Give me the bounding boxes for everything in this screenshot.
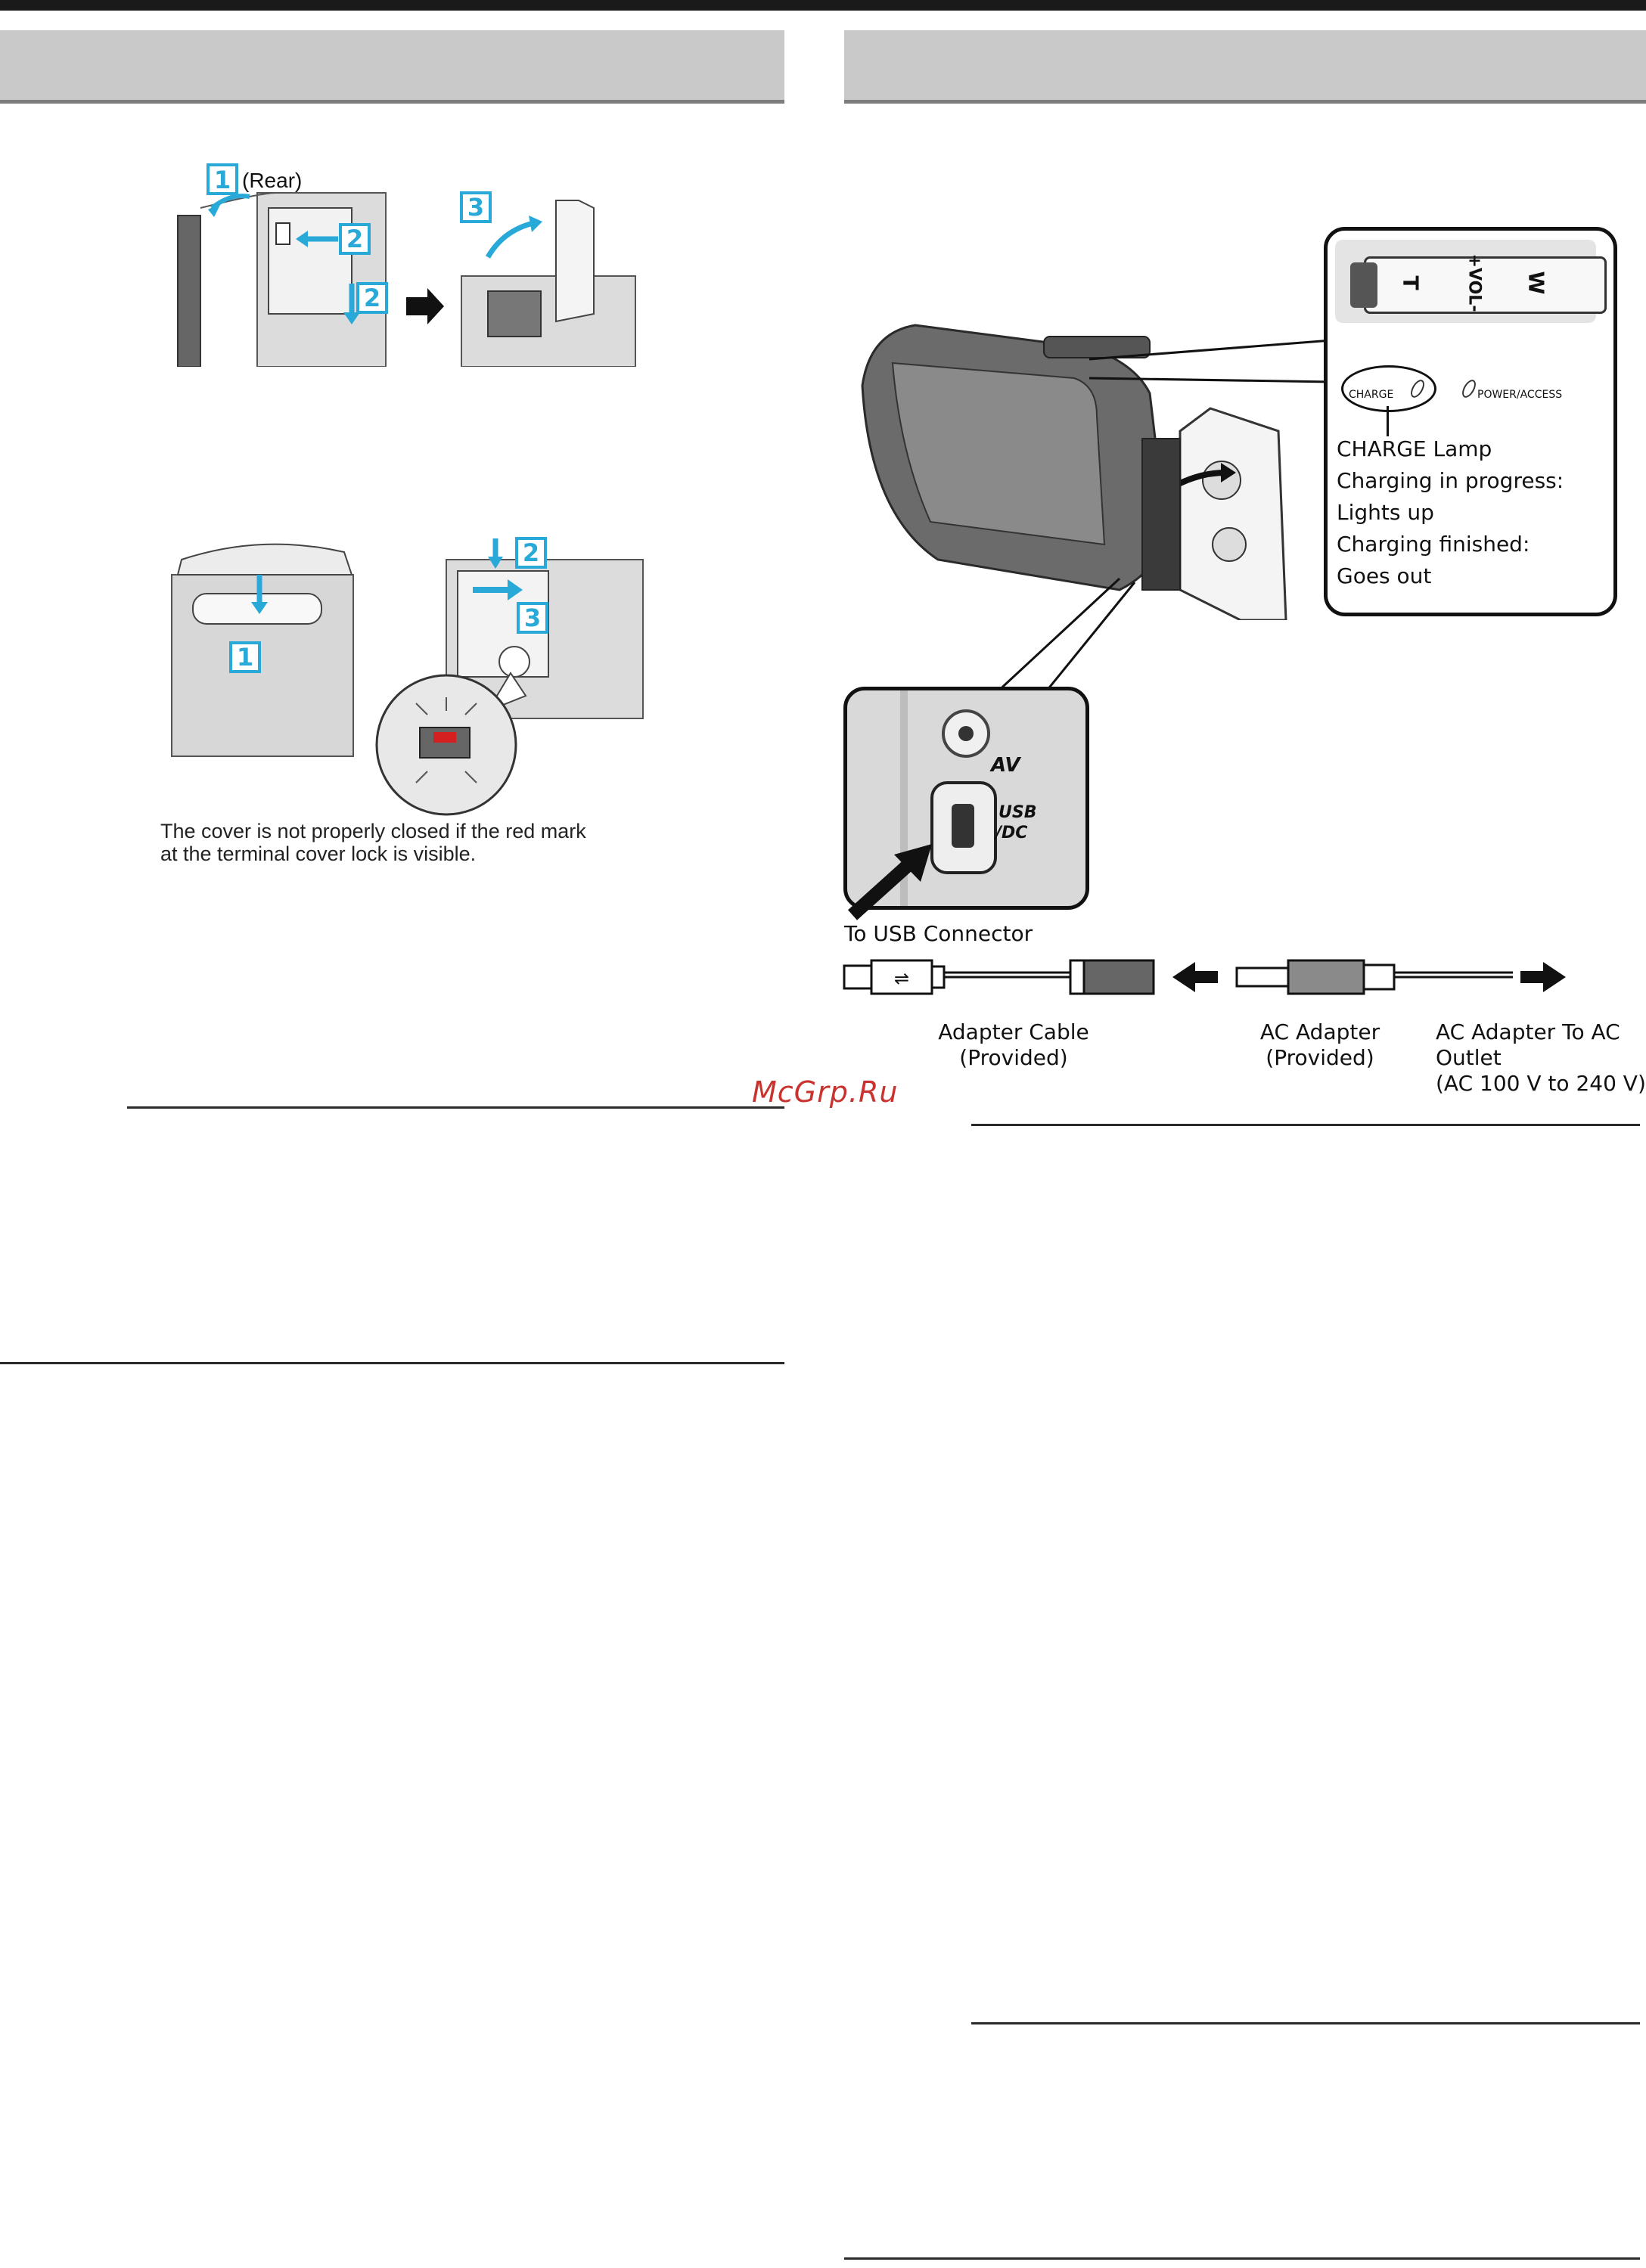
usb-arrow — [847, 844, 932, 920]
adapter-cable-label: Adapter Cable — [938, 1019, 1089, 1044]
lcd-callout-box: T +VOL- W CHARGE POWER/ACCESS CHARGE Lam… — [1324, 227, 1617, 616]
rule-right-3 — [844, 2257, 1640, 2260]
arrow-right — [1520, 962, 1566, 992]
step-badge-2b — [356, 282, 388, 314]
step-badge-2a-text: 2 — [346, 225, 363, 253]
av-label: AV — [991, 754, 1020, 777]
cover-note-line-2: at the terminal cover lock is visible. — [160, 842, 477, 865]
zoom-lever-panel: T +VOL- W — [1335, 240, 1607, 323]
cover-note-line-1: The cover is not properly closed if the … — [160, 820, 586, 842]
step-arrow — [406, 288, 444, 324]
ac-adapter-plug — [1235, 966, 1290, 988]
figure-close-cover: 1 2 3 — [171, 537, 644, 816]
watermark: McGrp.Ru — [752, 1075, 899, 1109]
figure-open-cover: 1 (Rear) 2 2 3 — [177, 163, 636, 367]
section-header-left — [0, 30, 784, 104]
zoom-vol-label: +VOL- — [1464, 253, 1484, 312]
adapter-cable-provided-label: (Provided) — [959, 1045, 1068, 1070]
usb-label: USB — [998, 803, 1037, 822]
step-badge-2c-text: 2 — [523, 538, 539, 567]
section-header-right — [844, 30, 1646, 104]
arrow-left — [1172, 962, 1218, 992]
usb-plug — [843, 964, 873, 990]
step-badge-3a-text: 3 — [467, 193, 484, 222]
figure-camera-charging — [861, 324, 1287, 620]
power-access-icon — [1459, 377, 1479, 400]
step-badge-2b-text: 2 — [364, 284, 380, 312]
av-jack — [942, 709, 990, 758]
rear-label: (Rear) — [242, 169, 302, 192]
step-badge-1b — [229, 641, 261, 673]
ac-outlet-label-3: (AC 100 V to 240 V) — [1436, 1071, 1646, 1096]
step-badge-3b-text: 3 — [524, 603, 541, 632]
ac-outlet-label-2: Outlet — [1436, 1045, 1502, 1070]
charge-lamp-label: CHARGE Lamp — [1337, 436, 1492, 461]
ac-adapter-label: AC Adapter — [1259, 1019, 1380, 1044]
cable-diagram: ⇌ — [843, 959, 1566, 995]
goes-out-label: Goes out — [1337, 563, 1432, 588]
port-callout-box: AV USB /DC — [843, 687, 1089, 910]
usb-symbol-icon: ⇌ — [894, 968, 909, 989]
step-badge-3a — [460, 191, 492, 223]
usb-port — [930, 781, 997, 874]
step-badge-1b-text: 1 — [237, 643, 253, 672]
charge-lamp-ring — [1341, 365, 1436, 412]
rule-right-1 — [971, 1124, 1640, 1126]
step-badge-2a — [339, 223, 371, 255]
to-usb-connector-label: To USB Connector — [844, 921, 1033, 946]
charging-in-progress-label: Charging in progress: — [1337, 468, 1564, 493]
camera-lcd — [177, 215, 201, 367]
rule-right-2 — [971, 2022, 1640, 2024]
zoom-w-label: W — [1523, 271, 1549, 295]
red-mark — [433, 732, 456, 743]
ac-adapter-provided-label: (Provided) — [1266, 1045, 1374, 1070]
zoom-t-label: T — [1398, 275, 1424, 290]
rule-left-1 — [127, 1106, 784, 1109]
dc-label: /DC — [995, 824, 1028, 842]
rule-left-2 — [0, 1362, 784, 1364]
step-badge-2c — [515, 537, 547, 569]
charge-lamp-leader — [1387, 406, 1389, 436]
ac-outlet-label-1: AC Adapter To AC — [1436, 1019, 1620, 1044]
step-badge-1 — [207, 163, 238, 195]
power-access-small-label: POWER/ACCESS — [1477, 389, 1563, 401]
step-badge-3b — [517, 602, 548, 634]
step-badge-1-text: 1 — [214, 166, 231, 194]
lights-up-label: Lights up — [1337, 500, 1434, 525]
charging-finished-label: Charging finished: — [1337, 532, 1530, 557]
top-bar — [0, 0, 1646, 11]
